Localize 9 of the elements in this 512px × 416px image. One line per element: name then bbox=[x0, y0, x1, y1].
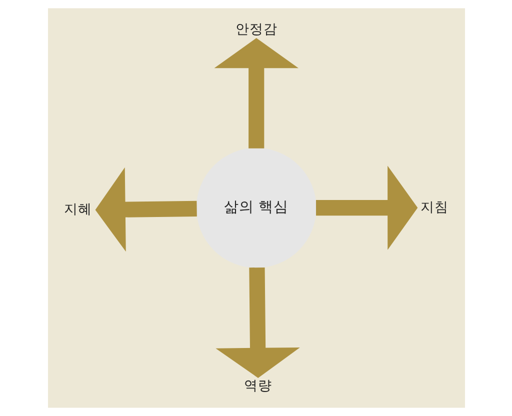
node-text: 지혜 bbox=[64, 202, 92, 218]
node-circle: 삶의 핵심 bbox=[196, 148, 316, 268]
arrow bbox=[94, 167, 196, 252]
node-text: 안정감 bbox=[234, 21, 277, 38]
arrow bbox=[316, 166, 418, 250]
arrow bbox=[214, 38, 298, 148]
node-text: 지침 bbox=[420, 199, 448, 216]
node-text: 역량 bbox=[244, 378, 272, 394]
arrow bbox=[215, 267, 300, 378]
